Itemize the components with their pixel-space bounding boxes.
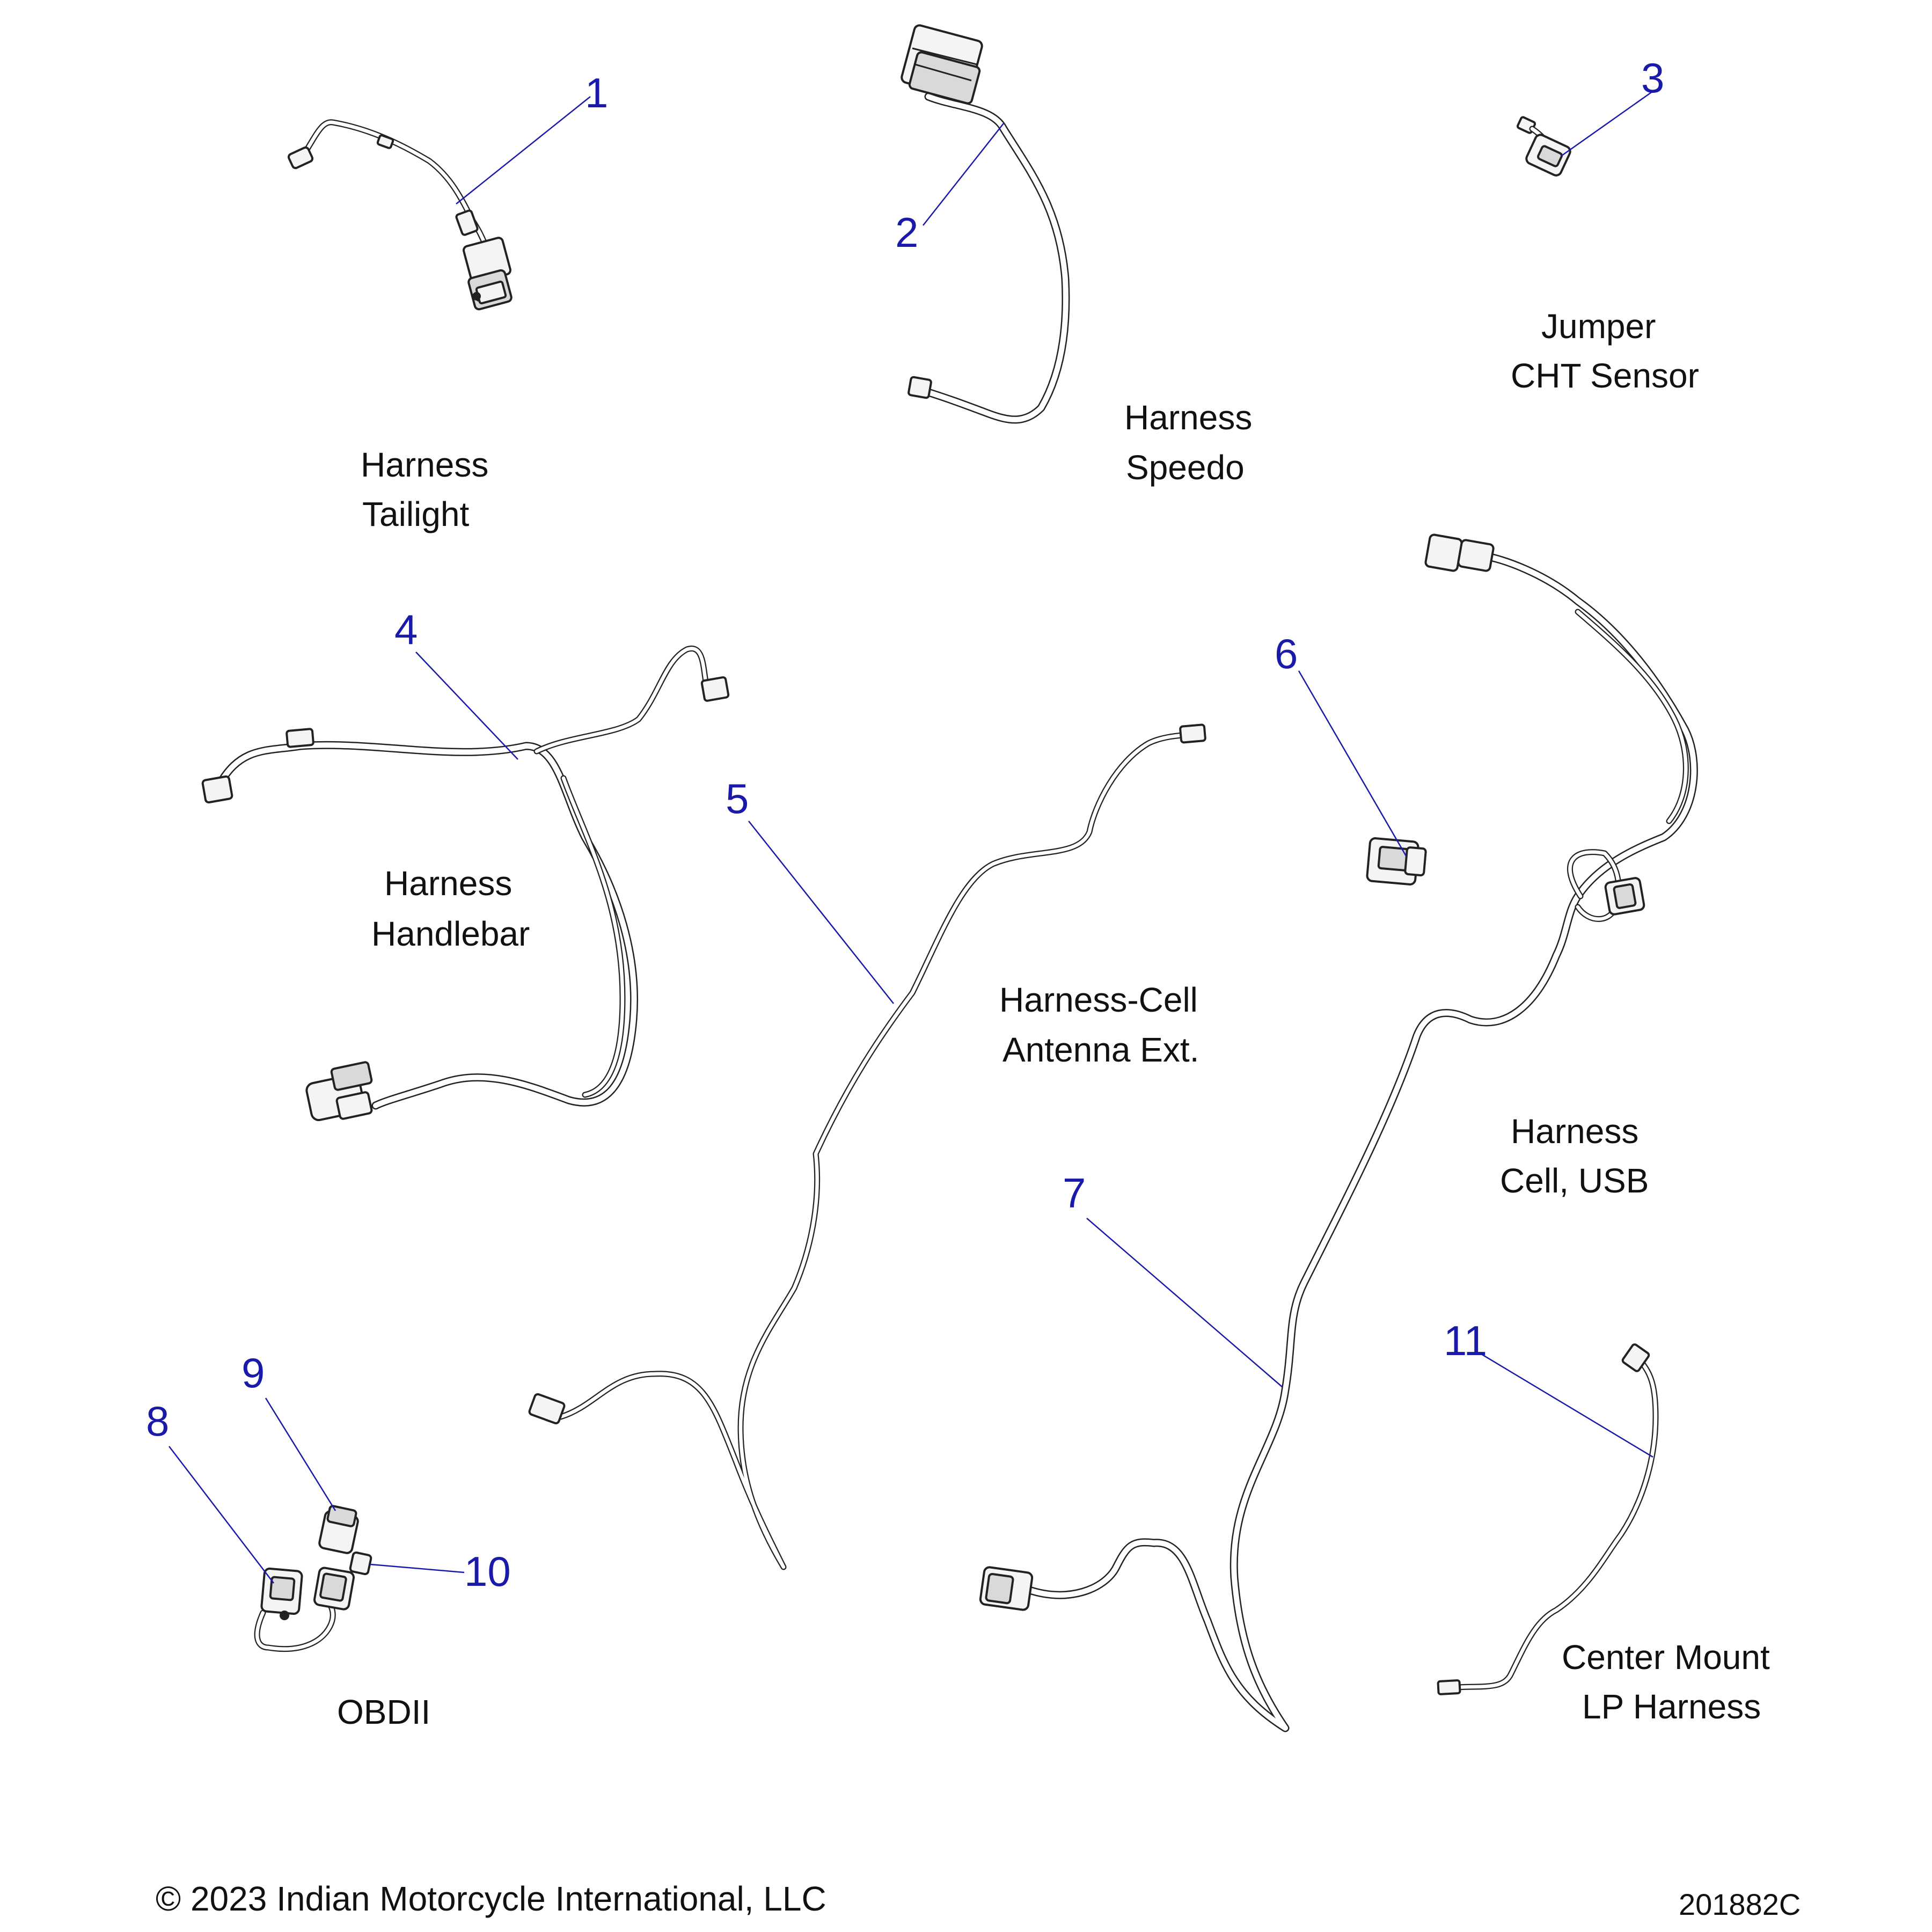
callout-4: 4	[394, 606, 418, 653]
callout-3: 3	[1641, 54, 1664, 101]
leader-5	[748, 821, 894, 1004]
callout-10: 10	[464, 1548, 511, 1595]
caption-cell-usb-line1: Harness	[1511, 1112, 1638, 1151]
callout-9: 9	[241, 1349, 265, 1396]
caption-antenna-line1: Harness-Cell	[999, 980, 1198, 1019]
leader-10	[370, 1563, 465, 1574]
cell-usb-harness-drawing	[979, 533, 1698, 1732]
obdii-drawing	[254, 1505, 372, 1652]
caption-tailight-line2: Tailight	[362, 495, 469, 533]
handlebar-harness-drawing	[201, 646, 730, 1122]
callout-1: 1	[585, 69, 608, 116]
diagram-code: 201882C	[1679, 1887, 1801, 1921]
callout-5: 5	[726, 775, 749, 822]
leader-9	[265, 1397, 336, 1511]
callout-numbers: 1 2 3 4 5 6 7 8 9 10 11	[146, 54, 1664, 1595]
caption-cell-usb-line2: Cell, USB	[1500, 1161, 1649, 1200]
leader-2	[923, 123, 1004, 226]
caption-jumper-line1: Jumper	[1541, 307, 1656, 346]
caption-handlebar-line2: Handlebar	[371, 914, 530, 953]
leader-3	[1561, 90, 1653, 157]
callout-8: 8	[146, 1397, 169, 1445]
caption-antenna-line2: Antenna Ext.	[1002, 1030, 1199, 1069]
caption-handlebar-line1: Harness	[384, 864, 512, 903]
caption-center-mount-line1: Center Mount	[1562, 1638, 1770, 1677]
caption-speedo-line2: Speedo	[1126, 448, 1245, 487]
jumper-cht-sensor-drawing	[1516, 116, 1571, 177]
caption-tailight-line1: Harness	[361, 445, 488, 484]
leader-7	[1086, 1218, 1283, 1388]
leader-11	[1478, 1351, 1653, 1458]
caption-obdii: OBDII	[337, 1693, 430, 1731]
leader-lines	[169, 90, 1653, 1584]
caption-speedo-line1: Harness	[1124, 398, 1252, 437]
footer: © 2023 Indian Motorcycle International, …	[156, 1879, 1801, 1921]
antenna-harness-drawing	[528, 723, 1206, 1570]
part-captions: Harness Tailight Harness Speedo Jumper C…	[337, 307, 1770, 1731]
connector-6-drawing	[1366, 837, 1427, 885]
leader-1	[456, 96, 591, 204]
center-mount-harness-drawing	[1437, 1343, 1659, 1695]
callout-7: 7	[1063, 1169, 1086, 1217]
callout-6: 6	[1275, 630, 1298, 677]
tailight-harness-drawing	[287, 119, 513, 311]
caption-center-mount-line2: LP Harness	[1582, 1687, 1761, 1726]
callout-11: 11	[1444, 1317, 1487, 1364]
leader-8	[169, 1446, 274, 1584]
caption-jumper-line2: CHT Sensor	[1511, 356, 1699, 395]
leader-6	[1298, 670, 1407, 857]
callout-2: 2	[895, 209, 918, 256]
leader-4	[415, 652, 518, 760]
copyright-text: © 2023 Indian Motorcycle International, …	[156, 1879, 826, 1918]
